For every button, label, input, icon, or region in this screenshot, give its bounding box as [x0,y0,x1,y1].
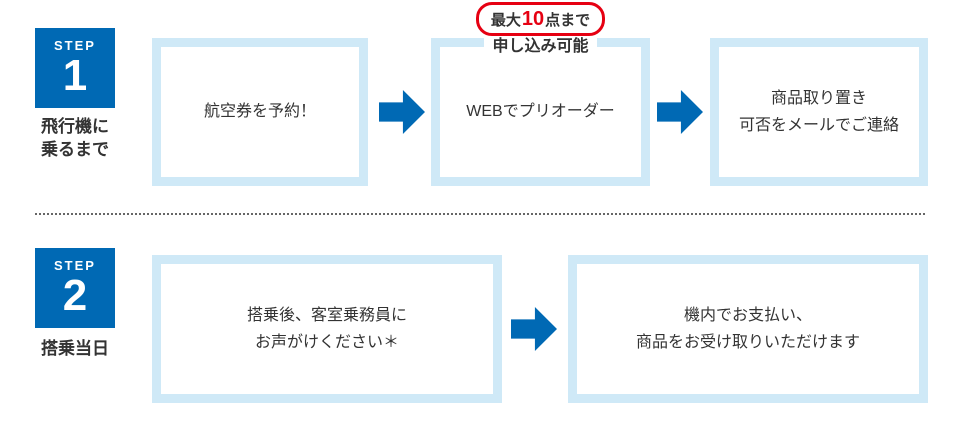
step1-badge: STEP 1 [35,28,115,108]
step2-badge-label: STEP [54,258,96,274]
step1-box-web-preorder: WEBでプリオーダー [431,38,650,186]
step2-box1-line2: お声がけください＊ [254,334,399,351]
step2-box-pay-onboard: 機内でお支払い、 商品をお受け取りいただけます [568,255,928,403]
step2-badge-number: 2 [62,271,88,321]
step2-box-tell-crew: 搭乗後、客室乗務員に お声がけください＊ [152,255,502,403]
bubble-prefix: 最大 [490,12,521,29]
bubble-line2: 申し込み可能 [484,37,597,57]
step1-side-label-line1: 飛行機に [41,117,109,136]
step1-side-label: 飛行機に 乗るまで [10,116,140,162]
arrow-icon [511,307,557,351]
step2-side-label: 搭乗当日 [10,338,140,361]
arrow-icon [379,90,425,134]
arrow-icon [657,90,703,134]
step1-badge-label: STEP [54,38,96,54]
step1-box-book-flight: 航空券を予約！ [152,38,368,186]
step1-box-reservation-mail: 商品取り置き 可否をメールでご連絡 [710,38,928,186]
step1-side-label-line2: 乗るまで [41,139,109,159]
bubble-number: 10 [521,8,545,30]
step2-badge: STEP 2 [35,248,115,328]
step1-box3-line2: 可否をメールでご連絡 [738,117,899,134]
step2-box2-line2: 商品をお受け取りいただけます [635,334,860,351]
step1-box1-text: 航空券を予約！ [203,103,316,121]
preorder-limit-bubble: 最大10点まで 申し込み可能 [431,2,650,57]
step2-box2-line1: 機内でお支払い、 [683,306,812,324]
bubble-suffix: 点まで [545,12,591,29]
step2-side-label-line1: 搭乗当日 [41,339,109,358]
dotted-separator [35,213,925,215]
step1-badge-number: 1 [62,51,88,101]
step1-box2-text: WEBでプリオーダー [466,103,615,121]
preorder-limit-capsule: 最大10点まで [475,2,606,36]
step1-box3-line1: 商品取り置き [770,89,867,107]
step2-box1-line1: 搭乗後、客室乗務員に [246,306,407,324]
